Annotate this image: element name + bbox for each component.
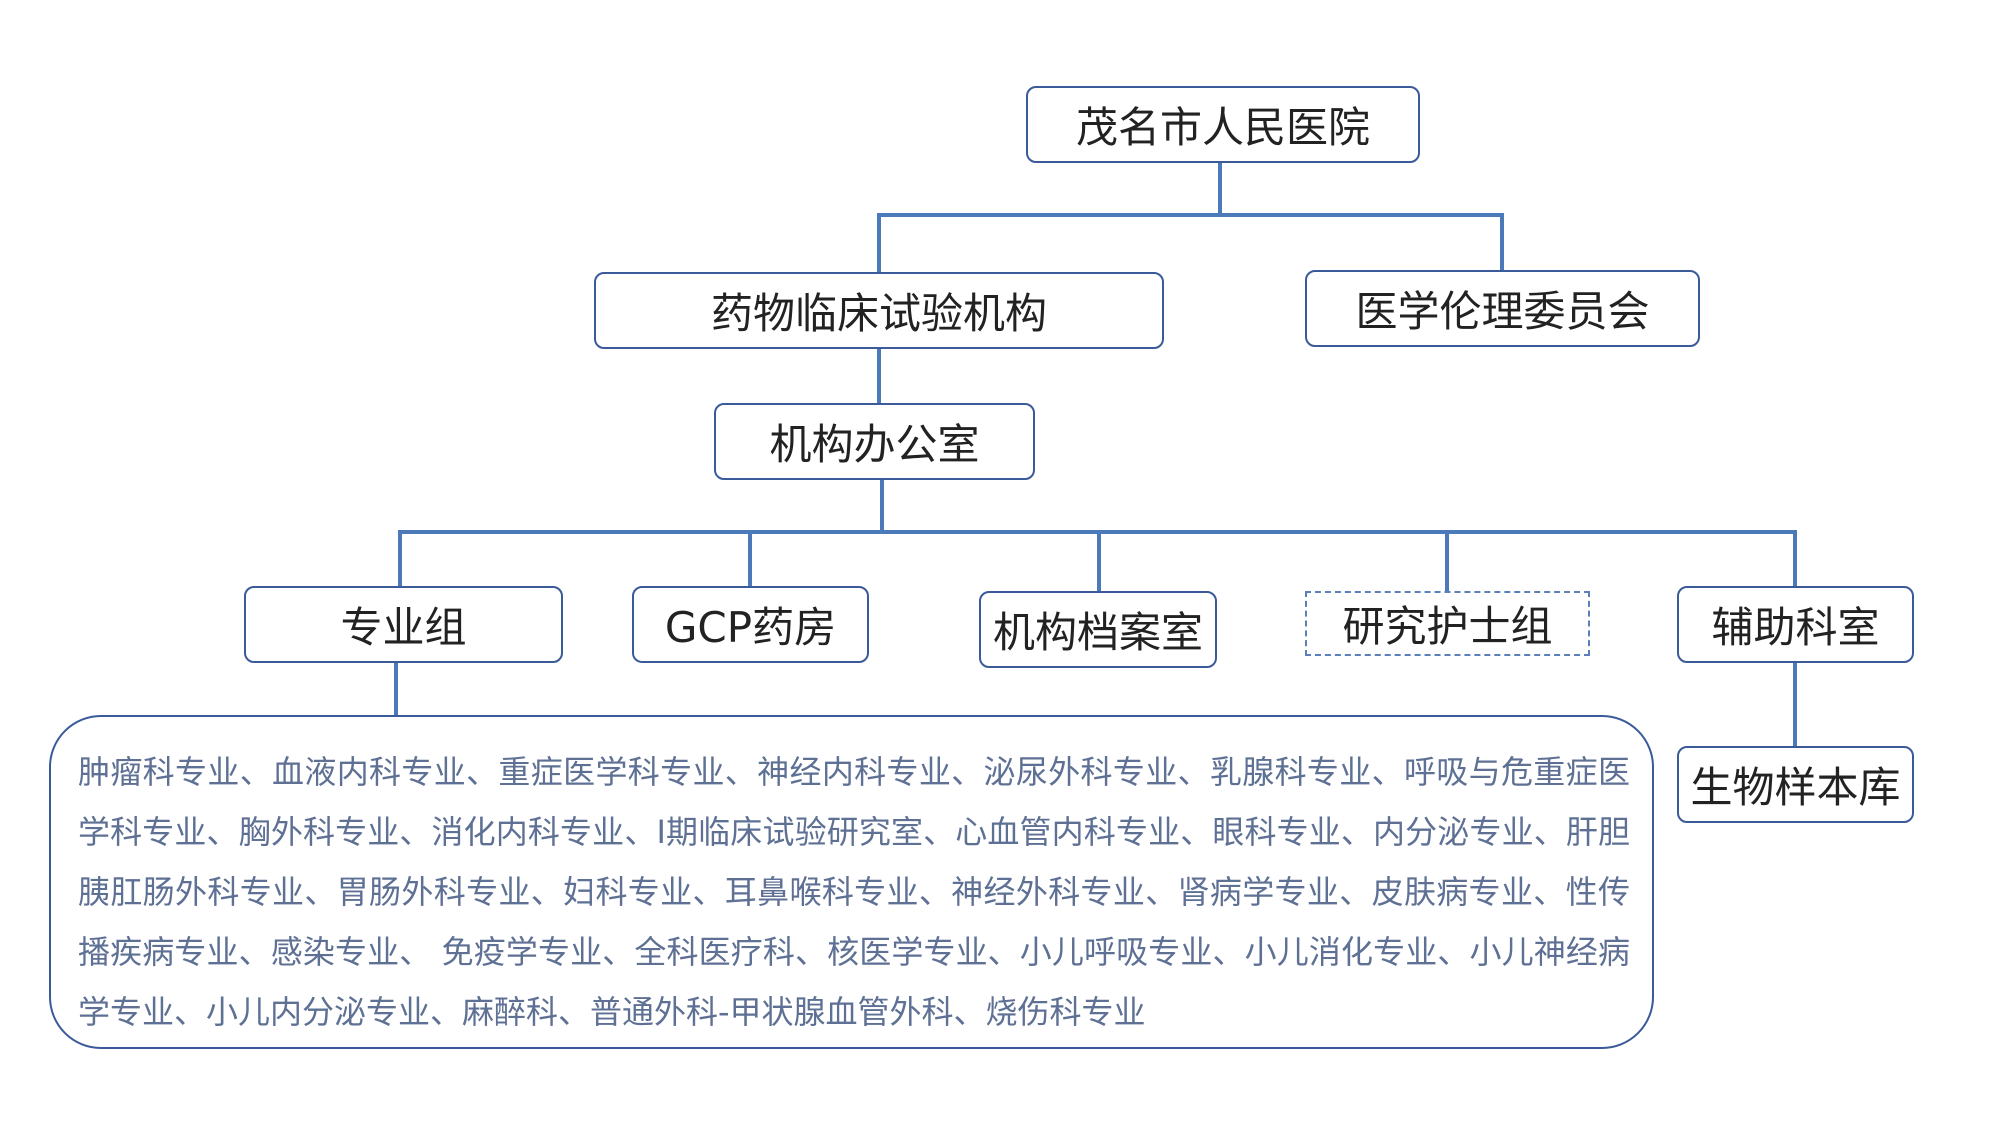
node-gcp-pharmacy: GCP药房 [632,586,869,663]
node-research-nurse-group: 研究护士组 [1305,591,1590,656]
connector [398,530,402,587]
connector [1793,663,1797,747]
node-root: 茂名市人民医院 [1026,86,1420,163]
connector [877,349,881,404]
specialties-list: 肿瘤科专业、血液内科专业、重症医学科专业、神经内科专业、泌尿外科专业、乳腺科专业… [49,715,1654,1049]
connector [1445,530,1449,592]
connector [877,213,881,273]
node-auxiliary-dept: 辅助科室 [1677,586,1914,663]
connector [880,479,884,534]
node-ethics: 医学伦理委员会 [1305,270,1700,347]
node-office: 机构办公室 [714,403,1035,480]
connector [1793,530,1797,587]
node-archive-room: 机构档案室 [979,591,1217,668]
connector [1097,530,1101,592]
connector [877,213,1504,217]
node-biobank: 生物样本库 [1677,746,1914,823]
connector [748,530,752,587]
node-institution: 药物临床试验机构 [594,272,1164,349]
node-specialty-group: 专业组 [244,586,563,663]
connector [1218,163,1222,217]
connector [1500,213,1504,271]
connector [394,663,398,716]
